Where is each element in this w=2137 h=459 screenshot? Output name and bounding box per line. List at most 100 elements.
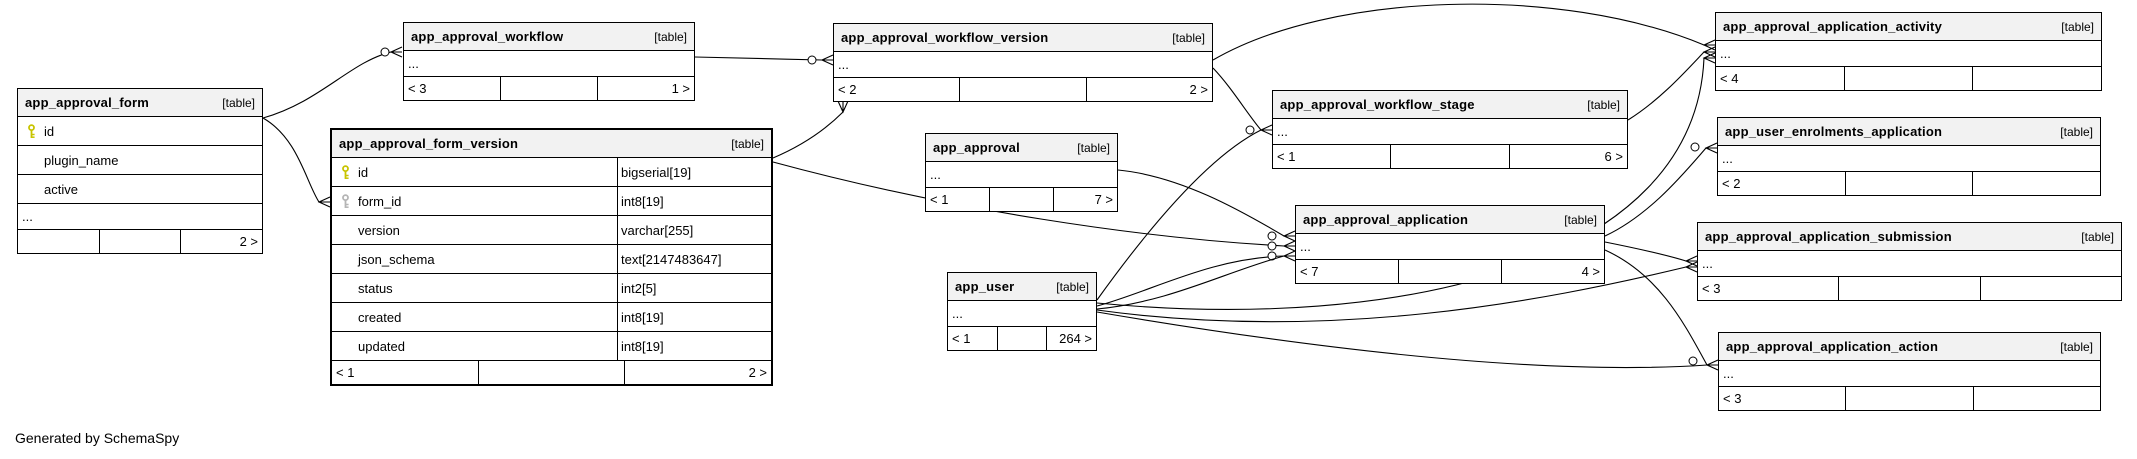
column-type: varchar[255] xyxy=(617,216,771,244)
footer-spacer-cell xyxy=(989,188,1053,211)
table-footer: < 1 264 > xyxy=(948,327,1096,350)
table-footer: < 3 1 > xyxy=(404,77,694,100)
column-name: version xyxy=(358,222,400,238)
footer-parents-count[interactable]: 7 > xyxy=(1053,188,1117,211)
crowfoot-icon xyxy=(837,100,849,114)
column-type: bigserial[19] xyxy=(617,158,771,186)
footer-children-count[interactable]: < 2 xyxy=(838,82,857,97)
footer-parents-count xyxy=(1972,387,2100,410)
table-footer: < 1 2 > xyxy=(332,361,771,384)
column-type: int8[19] xyxy=(617,303,771,331)
footer-parents-count[interactable]: 2 > xyxy=(624,361,771,384)
key-cell-empty xyxy=(332,216,358,244)
cardinality-zero-icon xyxy=(1267,231,1277,241)
relationship-edge xyxy=(1212,3,1705,61)
table-type-badge: [table] xyxy=(1172,30,1205,45)
crowfoot-icon xyxy=(820,54,834,66)
footer-spacer-cell xyxy=(477,361,625,384)
table-app_user[interactable]: app_user [table]... < 1 264 > xyxy=(947,272,1097,351)
footer-parents-count[interactable]: 1 > xyxy=(597,77,694,100)
table-name: app_approval_application xyxy=(1303,212,1469,227)
table-name: app_approval_application_submission xyxy=(1705,229,1952,244)
table-app_approval_application_activity[interactable]: app_approval_application_activity[table]… xyxy=(1715,12,2102,91)
footer-parents-count[interactable]: 6 > xyxy=(1508,145,1627,168)
table-app_approval_workflow_stage[interactable]: app_approval_workflow_stage[table]...< 1… xyxy=(1272,90,1628,169)
footer-spacer-cell xyxy=(1838,277,1979,300)
relationship-edge xyxy=(1604,147,1707,237)
crowfoot-icon xyxy=(1705,359,1719,371)
footer-parents-count[interactable]: 2 > xyxy=(1085,78,1212,101)
table-footer: < 2 2 > xyxy=(834,78,1212,101)
table-name: app_approval_workflow_stage xyxy=(1280,97,1475,112)
foreign-key-icon xyxy=(341,193,349,208)
relationship-edge xyxy=(772,111,844,159)
footer-parents-count[interactable]: 4 > xyxy=(1501,260,1604,283)
table-type-badge: [table] xyxy=(1077,140,1110,155)
table-footer: < 4 xyxy=(1716,67,2101,90)
column-name: plugin_name xyxy=(44,152,119,168)
table-header: app_approval_application[table] xyxy=(1296,206,1604,234)
table-app_approval_application_action[interactable]: app_approval_application_action[table]..… xyxy=(1718,332,2101,411)
table-type-badge: [table] xyxy=(222,95,255,110)
table-type-badge: [table] xyxy=(2081,229,2114,244)
columns-ellipsis: ... xyxy=(1716,41,2101,67)
columns-ellipsis: ... xyxy=(948,301,1096,327)
footer-spacer-cell xyxy=(1398,260,1501,283)
table-header: app_approval_form[table] xyxy=(18,89,262,117)
footer-children-count[interactable]: < 1 xyxy=(930,192,949,207)
column-type: text[2147483647] xyxy=(617,245,771,273)
key-cell-empty xyxy=(332,245,358,273)
relationship-edge xyxy=(1604,241,1687,262)
footer-children-count[interactable]: < 7 xyxy=(1300,264,1319,279)
table-header: app_approval_application_submission [tabl… xyxy=(1698,223,2121,251)
table-name: app_approval_application_action xyxy=(1726,339,1939,354)
footer-parents-count[interactable]: 264 > xyxy=(1046,327,1096,350)
columns-ellipsis: ... xyxy=(926,162,1117,188)
columns-ellipsis: ... xyxy=(18,204,262,230)
table-type-badge: [table] xyxy=(2060,339,2093,354)
table-header: app_user_enrolments_application[table] xyxy=(1718,118,2100,146)
footer-children-count[interactable]: < 2 xyxy=(1722,176,1741,191)
primary-key-icon xyxy=(341,164,349,179)
column-name: created xyxy=(358,309,402,325)
crowfoot-icon xyxy=(1282,230,1296,242)
column-type: int2[5] xyxy=(617,274,771,302)
columns-ellipsis: ... xyxy=(1698,251,2121,277)
footer-children-count[interactable]: < 1 xyxy=(1277,149,1296,164)
footer-children-count[interactable]: < 1 xyxy=(336,365,355,380)
footer-children-count[interactable]: < 3 xyxy=(1702,281,1721,296)
footer-children-count[interactable]: < 3 xyxy=(408,81,427,96)
relationship-edge xyxy=(1604,249,1708,366)
cardinality-zero-icon xyxy=(380,47,390,57)
footer-children-count[interactable]: < 4 xyxy=(1720,71,1739,86)
table-header: app_approval_workflow_stage[table] xyxy=(1273,91,1627,119)
table-footer: < 7 4 > xyxy=(1296,260,1604,283)
footer-spacer-cell xyxy=(1844,172,1973,195)
footer-parents-count[interactable]: 2 > xyxy=(180,230,262,253)
footer-children-count[interactable]: < 1 xyxy=(952,331,971,346)
footer-spacer-cell xyxy=(1845,387,1972,410)
column-name: json_schema xyxy=(358,251,435,267)
table-app_approval_workflow_version[interactable]: app_approval_workflow_version[table]...<… xyxy=(833,23,1213,102)
relationship-edge xyxy=(1096,311,1708,369)
table-name: app_user xyxy=(955,279,1015,294)
footer-children-count[interactable]: < 3 xyxy=(1723,391,1742,406)
table-name: app_approval_form_version xyxy=(339,136,519,151)
footer-spacer-cell xyxy=(1843,67,1973,90)
table-type-badge: [table] xyxy=(1056,279,1089,294)
relationship-edge xyxy=(1212,67,1262,131)
table-app_approval_application_submission[interactable]: app_approval_application_submission [tabl… xyxy=(1697,222,2122,301)
key-cell xyxy=(332,187,358,215)
cardinality-zero-icon xyxy=(1267,241,1277,251)
crowfoot-icon xyxy=(1282,250,1296,262)
table-app_user_enrolments_application[interactable]: app_user_enrolments_application[table]..… xyxy=(1717,117,2101,196)
table-header: app_approval_application_activity[table] xyxy=(1716,13,2101,41)
